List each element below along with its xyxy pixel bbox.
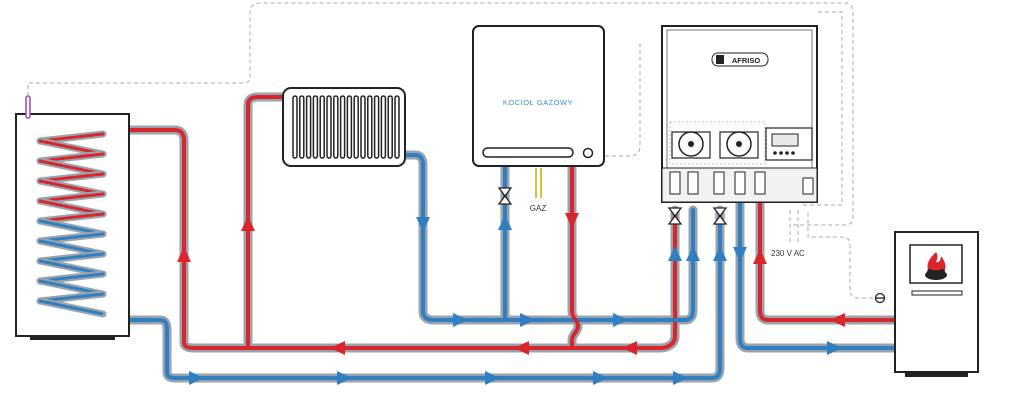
pump-icon	[671, 131, 711, 159]
stove-hot-pipe	[758, 196, 899, 322]
radiator-fin	[326, 95, 332, 159]
valve-icon	[667, 207, 683, 225]
radiator-fin	[339, 95, 346, 159]
arrow-up-icon	[241, 216, 255, 231]
arrow-up-icon	[498, 215, 512, 230]
arrow-right-icon	[613, 313, 628, 327]
solid-fuel-stove	[874, 231, 979, 377]
radiator-fin	[387, 95, 393, 159]
radiator-supply-pipe	[246, 95, 287, 350]
stove-sensor-cable	[807, 210, 880, 299]
power-button-icon	[582, 147, 594, 159]
tank-coil	[36, 130, 107, 318]
valve-icon	[497, 187, 513, 205]
radiator-fin	[305, 95, 312, 159]
controller-display	[765, 127, 813, 161]
pipes	[43, 95, 899, 380]
arrow-right-icon	[593, 371, 608, 385]
stove-cable	[800, 11, 843, 206]
sensor-cable	[27, 2, 854, 226]
arrow-up-icon	[686, 246, 700, 261]
arrow-down-icon	[733, 247, 747, 262]
radiator-fin	[319, 95, 325, 159]
arrow-up-icon	[753, 249, 767, 264]
arrow-right-icon	[673, 371, 688, 385]
gas-pipe	[535, 168, 542, 198]
temperature-sensor-icon	[25, 95, 31, 119]
flow-arrows	[177, 213, 845, 385]
arrow-down-icon	[416, 217, 430, 232]
arrow-right-icon	[337, 371, 352, 385]
cold-return-pipe	[126, 208, 722, 380]
hot-water-tank	[15, 95, 130, 340]
radiator-fin	[292, 95, 298, 159]
radiator-fin	[367, 95, 373, 159]
gas-boiler: KOCIOŁ GAZOWY	[472, 25, 605, 167]
radiator-fin	[373, 95, 380, 159]
coil-segment	[38, 299, 105, 316]
gas-label: GAZ	[530, 204, 547, 213]
power-label: 230 V AC	[771, 249, 805, 258]
control-cables	[27, 2, 880, 299]
fire-icon	[925, 252, 947, 280]
radiator-fin	[333, 95, 339, 159]
arrow-left-icon	[830, 313, 845, 327]
boiler-hot-pipe	[570, 166, 580, 350]
valves	[497, 187, 728, 225]
radiator-fin	[360, 95, 366, 159]
controller-unit: AFRISO	[661, 25, 818, 203]
stove-cold-pipe	[738, 196, 899, 350]
pipe-connectors	[669, 171, 814, 195]
boiler-label: KOCIOŁ GAZOWY	[503, 98, 573, 107]
radiator-fin	[346, 95, 353, 159]
arrow-down-icon	[565, 213, 579, 228]
arrow-up-icon	[177, 247, 191, 262]
arrow-up-icon	[713, 246, 727, 261]
afriso-logo: AFRISO	[711, 52, 769, 67]
radiator-fin	[394, 95, 400, 159]
hot-supply-pipe	[43, 128, 677, 350]
radiator-fin	[299, 95, 305, 159]
radiator-fin	[353, 95, 359, 159]
arrow-right-icon	[520, 313, 535, 327]
arrow-right-icon	[189, 371, 204, 385]
radiator-fin	[312, 95, 319, 159]
radiator-return-pipe	[403, 153, 695, 322]
pump-icon	[719, 131, 759, 159]
arrow-left-icon	[622, 341, 637, 355]
arrow-left-icon	[330, 341, 345, 355]
arrow-up-icon	[668, 246, 682, 261]
valve-icon	[712, 207, 728, 225]
brand-label: AFRISO	[732, 56, 761, 65]
arrow-right-icon	[453, 313, 468, 327]
arrow-left-icon	[514, 341, 529, 355]
radiator	[282, 87, 406, 167]
arrow-right-icon	[485, 371, 500, 385]
radiator-fin	[380, 95, 387, 159]
arrow-right-icon	[827, 341, 842, 355]
boiler-cable	[605, 40, 641, 157]
